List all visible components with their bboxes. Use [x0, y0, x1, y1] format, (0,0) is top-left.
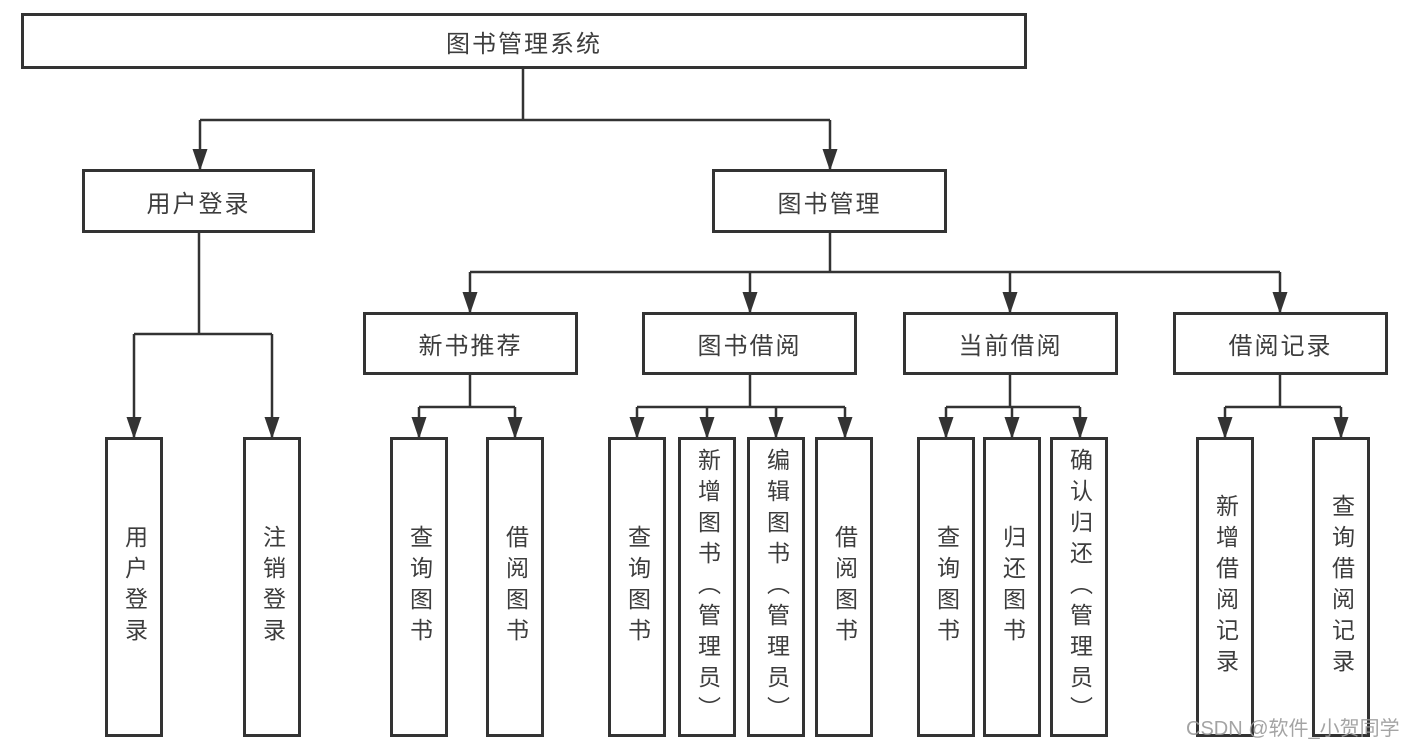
leaf-records-query-record: 查询借阅记录 — [1312, 437, 1370, 737]
node-user-login-label: 用户登录 — [146, 190, 251, 218]
node-borrowing-records: 借阅记录 — [1173, 312, 1388, 375]
leaf-borrow-borrow-books: 借阅图书 — [815, 437, 873, 737]
leaf-newbook-borrow-books-label: 借阅图书 — [502, 525, 529, 649]
leaf-current-query-books-label: 查询图书 — [933, 525, 960, 649]
leaf-logout: 注销登录 — [243, 437, 301, 737]
leaf-newbook-query-books-label: 查询图书 — [406, 525, 433, 649]
node-new-book-recommend-label: 新书推荐 — [418, 333, 523, 360]
leaf-borrow-query-books: 查询图书 — [608, 437, 666, 737]
leaf-borrow-query-books-label: 查询图书 — [624, 525, 651, 649]
leaf-current-return-books-label: 归还图书 — [999, 525, 1026, 649]
watermark: CSDN @软件_小贺同学 — [1186, 718, 1400, 740]
leaf-current-query-books: 查询图书 — [917, 437, 975, 737]
leaf-user-login-label: 用户登录 — [121, 525, 148, 649]
leaf-records-add-record: 新增借阅记录 — [1196, 437, 1254, 737]
leaf-borrow-borrow-books-label: 借阅图书 — [831, 525, 858, 649]
node-current-borrowing-label: 当前借阅 — [958, 333, 1063, 360]
node-root-system: 图书管理系统 — [21, 13, 1027, 69]
node-current-borrowing: 当前借阅 — [903, 312, 1118, 375]
node-book-management-label: 图书管理 — [777, 190, 882, 218]
node-book-management: 图书管理 — [712, 169, 947, 233]
leaf-records-add-record-label: 新增借阅记录 — [1212, 494, 1239, 680]
leaf-borrow-edit-book-admin-label: 编辑图书（管理员） — [763, 447, 790, 727]
leaf-user-login: 用户登录 — [105, 437, 163, 737]
leaf-borrow-add-book-admin: 新增图书（管理员） — [678, 437, 736, 737]
node-root-label: 图书管理系统 — [446, 30, 602, 58]
leaf-borrow-add-book-admin-label: 新增图书（管理员） — [694, 447, 721, 727]
leaf-current-confirm-return-admin-label: 确认归还（管理员） — [1066, 447, 1093, 727]
leaf-current-confirm-return-admin: 确认归还（管理员） — [1050, 437, 1108, 737]
node-book-borrowing: 图书借阅 — [642, 312, 857, 375]
leaf-logout-label: 注销登录 — [259, 525, 286, 649]
leaf-current-return-books: 归还图书 — [983, 437, 1041, 737]
leaf-newbook-query-books: 查询图书 — [390, 437, 448, 737]
node-user-login: 用户登录 — [82, 169, 315, 233]
node-new-book-recommend: 新书推荐 — [363, 312, 578, 375]
node-book-borrowing-label: 图书借阅 — [697, 333, 802, 360]
leaf-borrow-edit-book-admin: 编辑图书（管理员） — [747, 437, 805, 737]
leaf-newbook-borrow-books: 借阅图书 — [486, 437, 544, 737]
node-borrowing-records-label: 借阅记录 — [1228, 333, 1333, 360]
leaf-records-query-record-label: 查询借阅记录 — [1328, 494, 1355, 680]
